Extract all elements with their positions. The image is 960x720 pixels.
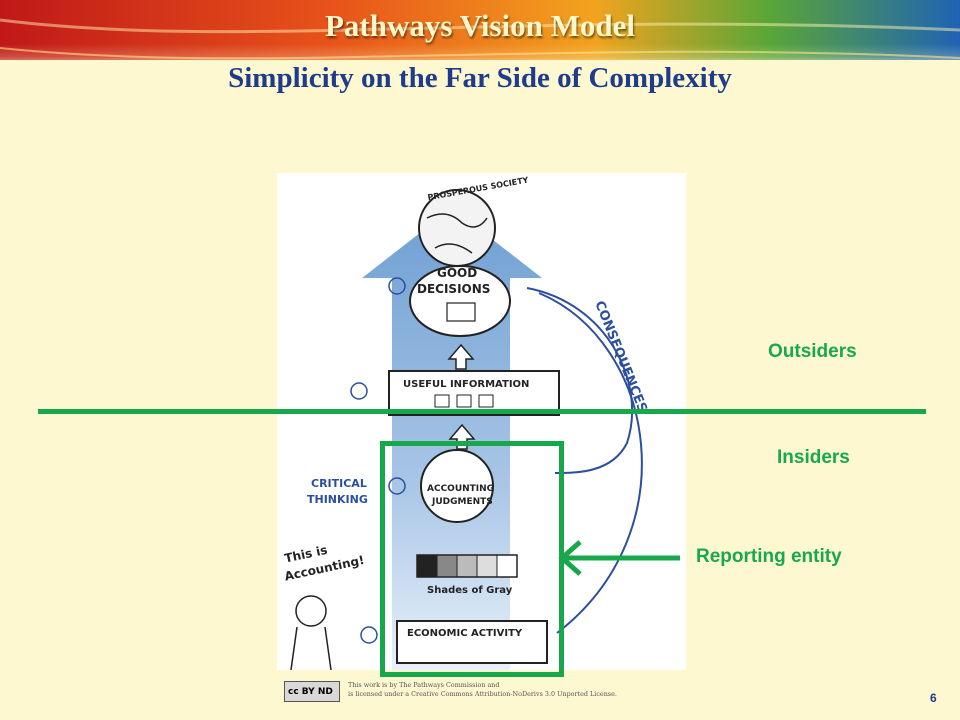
good-decisions-cloud xyxy=(409,265,511,337)
economic-activity-box xyxy=(396,620,548,664)
useful-information-box xyxy=(388,370,560,416)
outsiders-insiders-divider xyxy=(38,409,926,414)
license-notice: cc BY ND This work is by The Pathways Co… xyxy=(284,681,624,705)
page-number: 6 xyxy=(930,691,937,705)
cc-license-badge[interactable]: cc BY ND xyxy=(284,681,340,702)
reporting-entity-box xyxy=(380,441,564,677)
smiling-person-drawing xyxy=(295,595,327,627)
license-text: This work is by The Pathways Commission … xyxy=(348,681,628,699)
good-decisions-line2: DECISIONS xyxy=(417,282,490,296)
license-line-1: This work is by The Pathways Commission … xyxy=(348,681,500,689)
reporting-entity-arrow xyxy=(558,540,680,576)
slide-subtitle: Simplicity on the Far Side of Complexity xyxy=(228,62,732,94)
accounting-judgments-bubble xyxy=(420,449,494,523)
outsiders-label: Outsiders xyxy=(768,341,857,362)
header-banner xyxy=(0,0,960,100)
consequences-text: CONSEQUENCES xyxy=(591,299,649,415)
economic-activity-text: ECONOMIC ACTIVITY xyxy=(407,628,523,639)
pathways-vision-illustration: PROSPEROUS SOCIETY GOOD DECISIONS USEFUL… xyxy=(277,173,686,670)
lightbulb-icon xyxy=(350,277,406,644)
good-decisions-line1: GOOD xyxy=(437,266,477,280)
accounting-judgments-line1: ACCOUNTING xyxy=(427,484,494,494)
insiders-label: Insiders xyxy=(777,447,850,468)
accounting-judgments-line2: JUDGMENTS xyxy=(431,497,493,507)
useful-information-text: USEFUL INFORMATION xyxy=(403,379,529,390)
license-line-2: is licensed under a Creative Commons Att… xyxy=(348,690,617,698)
shades-of-gray-bar xyxy=(416,554,518,578)
critical-thinking-line2: THINKING xyxy=(307,493,368,506)
critical-thinking-line1: CRITICAL xyxy=(311,477,367,490)
reporting-entity-label: Reporting entity xyxy=(696,546,842,567)
slide-title: Pathways Vision Model xyxy=(324,8,636,43)
shades-of-gray-text: Shades of Gray xyxy=(427,585,513,596)
